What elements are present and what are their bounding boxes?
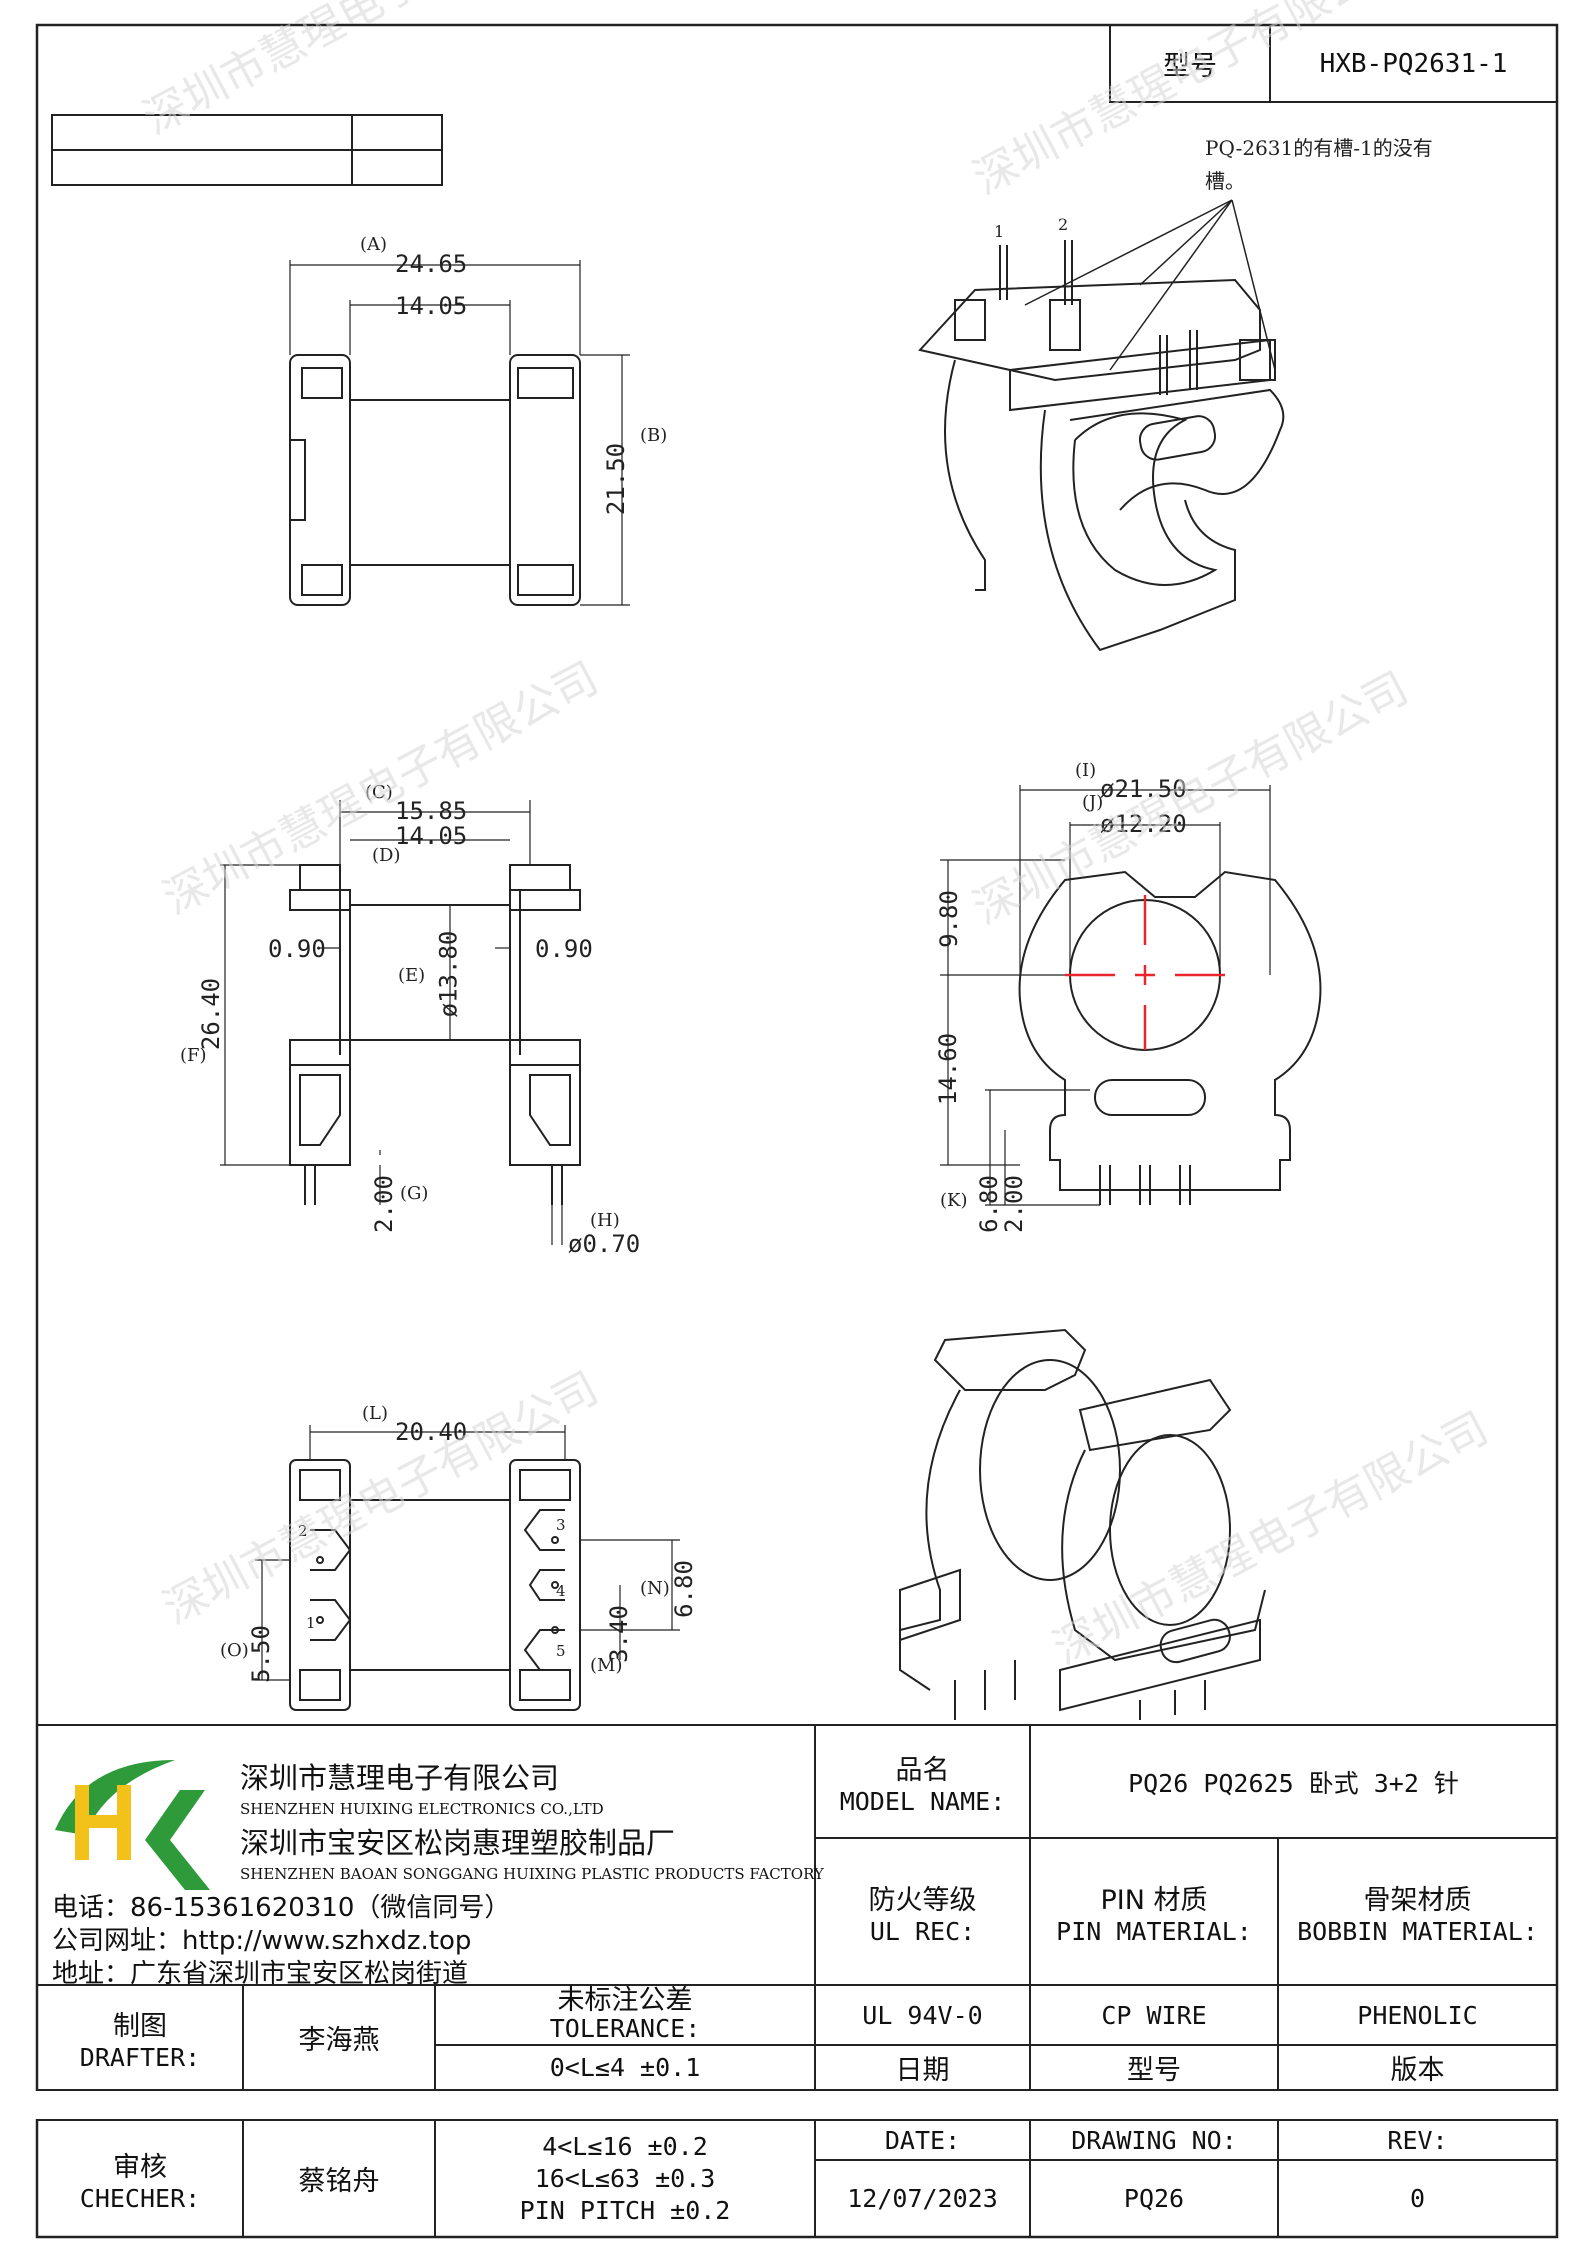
pin-material-label: PIN 材质 PIN MATERIAL: bbox=[1030, 1838, 1278, 1985]
dim-B-value: 21.50 bbox=[602, 442, 631, 516]
tolerance-label-cn: 未标注公差 bbox=[557, 1985, 693, 2016]
dim-D-value: 14.05 bbox=[395, 822, 468, 850]
dim-F-value: 26.40 bbox=[197, 977, 226, 1051]
factory-name-en: SHENZHEN BAOAN SONGGANG HUIXING PLASTIC … bbox=[240, 1865, 824, 1883]
pin-label-4: 4 bbox=[556, 1582, 566, 1600]
revision-label-cn: 版本 bbox=[1390, 2055, 1445, 2086]
dim-base-height: 14.60 bbox=[934, 1032, 963, 1106]
note-line-2: 槽。 bbox=[1205, 169, 1245, 193]
drafter-label-cn: 制图 bbox=[113, 2010, 167, 2042]
dim-K-value-2: 2.00 bbox=[999, 1175, 1028, 1233]
pin-material-value: CP WIRE bbox=[1101, 2000, 1207, 2030]
company-logo-mark bbox=[55, 1760, 210, 1890]
fire-rating-label-en: UL REC: bbox=[869, 1916, 976, 1946]
note-line-1: PQ-2631的有槽-1的没有 bbox=[1205, 136, 1433, 160]
iso-pin-label-1: 1 bbox=[994, 222, 1005, 241]
pin-material-label-cn: PIN 材质 bbox=[1100, 1884, 1208, 1916]
drawing-no-value: PQ26 bbox=[1123, 2184, 1185, 2213]
dim-N-value: 6.80 bbox=[669, 1560, 698, 1618]
pin-label-2: 2 bbox=[298, 1522, 308, 1540]
tolerance-row-3: 16<L≤63 ±0.3 bbox=[534, 2163, 716, 2193]
pin-material-label-en: PIN MATERIAL: bbox=[1056, 1916, 1252, 1946]
drafter-label-en: DRAFTER: bbox=[79, 2042, 201, 2072]
dim-core-height: 9.80 bbox=[934, 890, 963, 948]
dim-K-value-1: 6.80 bbox=[974, 1175, 1003, 1233]
factory-name-cn: 深圳市宝安区松岗惠理塑胶制品厂 bbox=[240, 1826, 676, 1860]
dim-A-value: 24.65 bbox=[395, 250, 468, 278]
dim-right-wall: 0.90 bbox=[535, 935, 593, 963]
model-name-value: PQ26 PQ2625 卧式 3+2 针 bbox=[1128, 1768, 1459, 1798]
company-website[interactable]: 公司网址：http://www.szhxdz.top bbox=[52, 1926, 472, 1956]
dim-D-tag: (D) bbox=[372, 845, 401, 866]
dim-C-value: 15.85 bbox=[395, 797, 468, 825]
fire-rating-label: 防火等级 UL REC: bbox=[815, 1838, 1030, 1985]
dim-E-tag: (E) bbox=[398, 965, 426, 986]
dim-E-value: ø13.80 bbox=[434, 930, 463, 1018]
revision-label-en: REV: bbox=[1387, 2125, 1448, 2155]
date-label-cn: 日期 bbox=[895, 2055, 950, 2086]
dim-F-tag: (F) bbox=[180, 1045, 207, 1066]
dim-L-value: 20.40 bbox=[395, 1418, 468, 1446]
tolerance-label: 未标注公差 TOLERANCE: bbox=[435, 1985, 815, 2045]
checker-name: 蔡铭舟 bbox=[298, 2166, 380, 2197]
core-crosshair bbox=[1065, 895, 1225, 1050]
model-name-label-en: MODEL NAME: bbox=[839, 1786, 1006, 1816]
type-label: 型号 bbox=[1163, 51, 1217, 82]
logo-letters: HX bbox=[72, 1795, 74, 1796]
dim-I-value: ø21.50 bbox=[1100, 775, 1187, 803]
tolerance-row-1: 0<L≤4 ±0.1 bbox=[549, 2053, 701, 2082]
bobbin-material-label: 骨架材质 BOBBIN MATERIAL: bbox=[1278, 1838, 1557, 1985]
type-value: HXB-PQ2631-1 bbox=[1319, 48, 1508, 79]
tolerance-row-4: PIN PITCH ±0.2 bbox=[519, 2195, 731, 2225]
dim-A-tag: (A) bbox=[360, 234, 388, 255]
dim-B-tag: (B) bbox=[640, 425, 668, 446]
drafter-label: 制图 DRAFTER: bbox=[37, 1985, 243, 2090]
company-name-cn: 深圳市慧理电子有限公司 bbox=[240, 1761, 560, 1795]
dim-view1-inner: 14.05 bbox=[395, 292, 468, 320]
dim-J-tag: (J) bbox=[1082, 792, 1104, 813]
model-name-label: 品名 MODEL NAME: bbox=[815, 1725, 1030, 1838]
company-name-en: SHENZHEN HUIXING ELECTRONICS CO.,LTD bbox=[240, 1800, 604, 1818]
company-address: 地址：广东省深圳市宝安区松岗街道 bbox=[52, 1959, 469, 1989]
checker-label-en: CHECHER: bbox=[79, 2183, 201, 2213]
date-label-en: DATE: bbox=[884, 2125, 961, 2155]
ul-rating-value: UL 94V-0 bbox=[862, 2000, 983, 2030]
tolerance-label-en: TOLERANCE: bbox=[549, 2014, 701, 2043]
dim-H-tag: (H) bbox=[590, 1210, 620, 1231]
checker-label-cn: 审核 bbox=[113, 2151, 167, 2183]
type-label-cn: 型号 bbox=[1127, 2055, 1181, 2086]
tolerance-rows: 4<L≤16 ±0.2 16<L≤63 ±0.3 PIN PITCH ±0.2 bbox=[435, 2120, 815, 2237]
dim-G-value: 2.00 bbox=[369, 1175, 398, 1233]
dim-left-wall: 0.90 bbox=[268, 935, 326, 963]
dim-K-tag: (K) bbox=[940, 1190, 968, 1211]
iso-pin-label-2: 2 bbox=[1058, 215, 1069, 234]
tolerance-row-2: 4<L≤16 ±0.2 bbox=[542, 2131, 708, 2161]
dim-N-tag: (N) bbox=[640, 1578, 670, 1599]
dim-J-value: ø12.20 bbox=[1100, 810, 1187, 838]
company-phone: 电话：86-15361620310（微信同号） bbox=[52, 1893, 511, 1923]
dim-I-tag: (I) bbox=[1075, 760, 1097, 781]
date-value: 12/07/2023 bbox=[847, 2184, 998, 2213]
dim-G-tag: (G) bbox=[400, 1183, 429, 1204]
bobbin-material-label-en: BOBBIN MATERIAL: bbox=[1297, 1916, 1538, 1946]
dim-O-value: 5.50 bbox=[246, 1625, 275, 1683]
pin-label-5: 5 bbox=[556, 1642, 566, 1660]
dim-C-tag: (C) bbox=[365, 782, 393, 803]
model-name-label-cn: 品名 bbox=[895, 1754, 950, 1786]
fire-rating-label-cn: 防火等级 bbox=[868, 1884, 977, 1916]
bobbin-material-value: PHENOLIC bbox=[1357, 2000, 1478, 2030]
dim-H-value: ø0.70 bbox=[568, 1230, 641, 1258]
dim-M-tag: (M) bbox=[590, 1655, 623, 1676]
pin-label-3: 3 bbox=[556, 1516, 566, 1534]
drafter-name: 李海燕 bbox=[298, 2025, 380, 2056]
dim-O-tag: (O) bbox=[220, 1640, 249, 1661]
pin-label-1: 1 bbox=[306, 1614, 316, 1632]
dim-L-tag: (L) bbox=[362, 1403, 388, 1424]
drawing-no-label: DRAWING NO: bbox=[1071, 2125, 1237, 2155]
revision-value: 0 bbox=[1409, 2184, 1426, 2213]
checker-label: 审核 CHECHER: bbox=[37, 2120, 243, 2237]
bobbin-material-label-cn: 骨架材质 bbox=[1363, 1884, 1472, 1916]
